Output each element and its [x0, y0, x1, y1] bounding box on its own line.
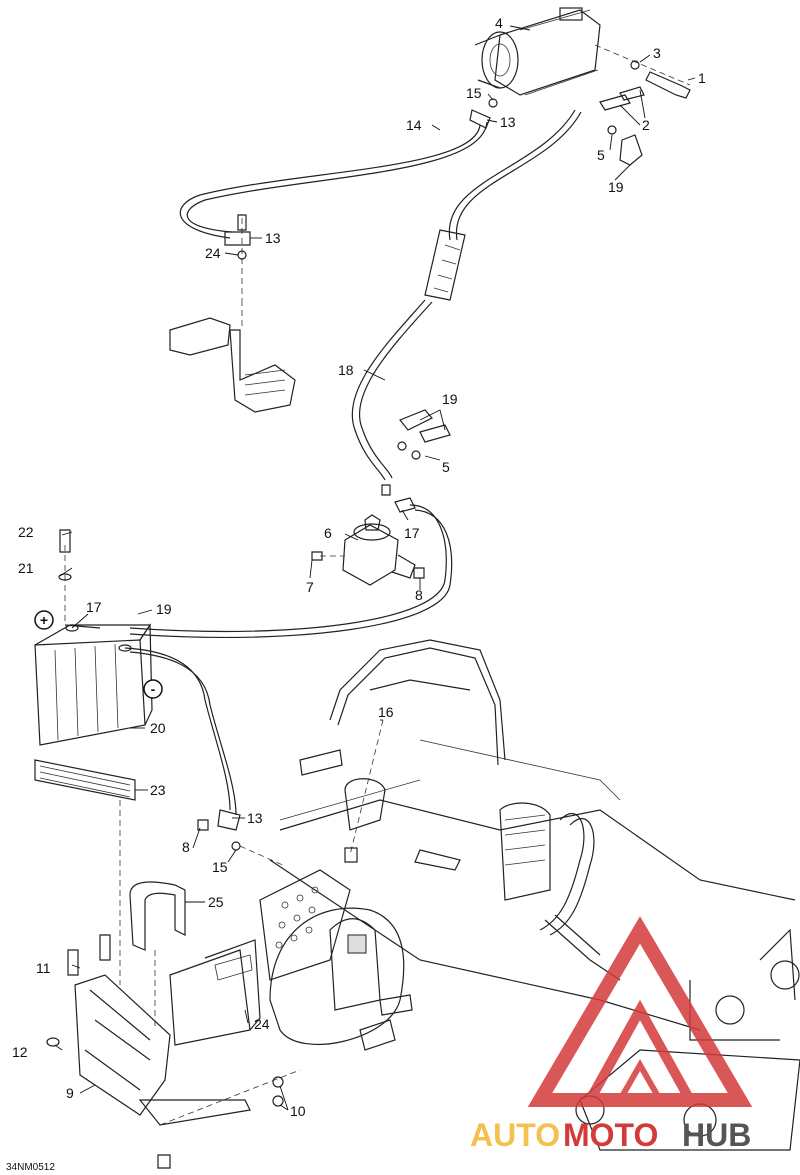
callout-5-starter: 5	[597, 147, 605, 163]
starter-bolts	[488, 44, 691, 166]
callout-8-battery: 8	[182, 839, 190, 855]
callout-2: 2	[642, 117, 650, 133]
callout-5-solenoid: 5	[442, 459, 450, 475]
callout-18: 18	[338, 362, 354, 378]
watermark-auto: AUTO	[470, 1117, 560, 1153]
callout-13-ground: 13	[265, 230, 281, 246]
callout-8-solenoid: 8	[415, 587, 423, 603]
callout-21: 21	[18, 560, 34, 576]
callout-20: 20	[150, 720, 166, 736]
negative-terminal-marker: -	[143, 679, 163, 699]
positive-terminal-marker: +	[34, 610, 54, 630]
leader-16-line	[349, 719, 384, 856]
callout-19-battery: 19	[156, 601, 172, 617]
callout-19-starter: 19	[608, 179, 624, 195]
callout-13-battery: 13	[247, 810, 263, 826]
callout-14: 14	[406, 117, 422, 133]
battery-tray	[46, 800, 301, 1169]
exhaust-hardware	[359, 994, 413, 1051]
heat-shield-grid	[259, 869, 351, 981]
callout-19-solenoid: 19	[442, 391, 458, 407]
callout-24-ground: 24	[205, 245, 221, 261]
ground-point	[224, 214, 251, 300]
watermark-text: AUTO MOTO HUB	[470, 1117, 751, 1153]
callout-25: 25	[208, 894, 224, 910]
leader-lines	[54, 25, 696, 1111]
callout-1: 1	[698, 70, 706, 86]
callout-10: 10	[290, 1103, 306, 1119]
battery-cable	[129, 409, 453, 639]
starter-motor	[474, 7, 601, 96]
upper-frame-detail	[169, 300, 296, 413]
callout-12: 12	[12, 1044, 28, 1060]
callout-11: 11	[36, 960, 51, 976]
callout-15-battery: 15	[212, 859, 228, 875]
callout-22: 22	[18, 524, 34, 540]
callout-labels: 1 2 3 4 5 5 6 7 8 8 9 10 11 12 13 13 13 …	[6, 15, 706, 1173]
battery	[34, 623, 237, 816]
negative-label: -	[151, 681, 156, 697]
bolt-16	[344, 847, 358, 863]
battery-cover	[169, 939, 261, 1046]
callout-9: 9	[66, 1085, 74, 1101]
callout-13-starter: 13	[500, 114, 516, 130]
positive-label: +	[40, 612, 48, 628]
watermark-moto: MOTO	[563, 1117, 658, 1153]
callout-17-solenoid: 17	[404, 525, 420, 541]
callout-23: 23	[150, 782, 166, 798]
starter-cable	[179, 109, 582, 481]
callout-24-cover: 24	[254, 1016, 270, 1032]
starter-solenoid	[311, 484, 425, 586]
callout-6: 6	[324, 525, 332, 541]
vehicle-frame	[269, 639, 800, 1151]
callout-16: 16	[378, 704, 394, 720]
watermark-logo	[527, 916, 753, 1107]
watermark-hub: HUB	[682, 1117, 751, 1153]
callout-15-starter: 15	[466, 85, 482, 101]
drawing-code: 34NM0512	[6, 1162, 55, 1173]
callout-17-battery: 17	[86, 599, 102, 615]
battery-bolt	[58, 529, 72, 625]
callout-3: 3	[653, 45, 661, 61]
callout-7: 7	[306, 579, 314, 595]
battery-pad	[34, 759, 136, 801]
battery-strap	[129, 881, 186, 1030]
callout-4: 4	[495, 15, 503, 31]
